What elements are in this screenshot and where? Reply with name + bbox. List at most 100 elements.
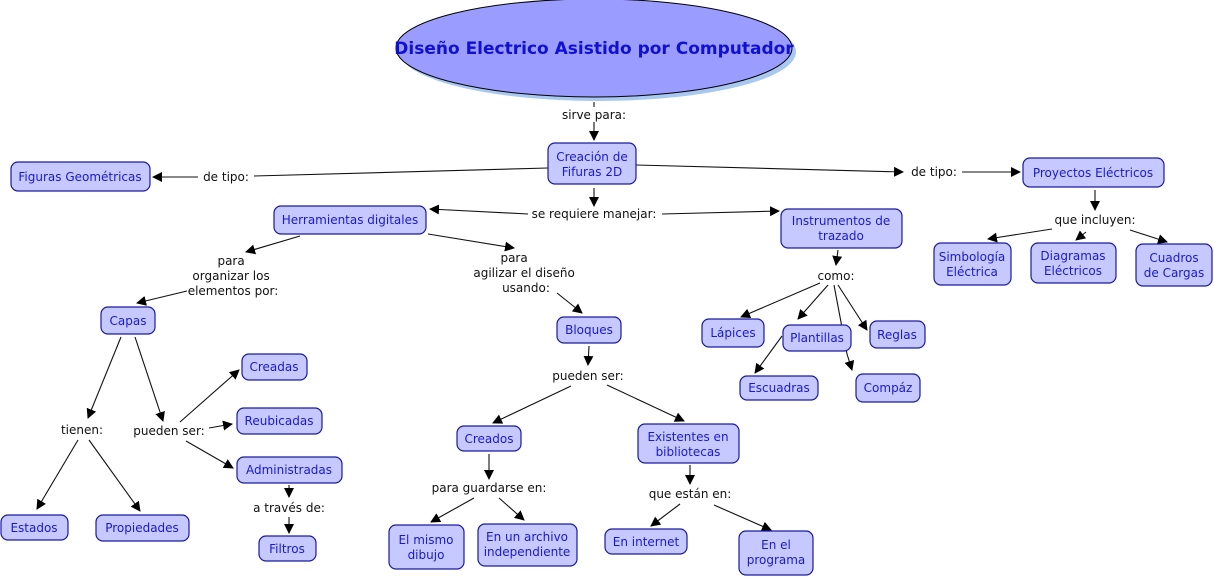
svg-text:Bloques: Bloques: [565, 323, 613, 337]
svg-text:Escuadras: Escuadras: [748, 381, 810, 395]
node-plantillas-box: [782, 324, 852, 352]
link-se-requiere: se requiere manejar:: [532, 207, 657, 221]
edge-tienen-propiedades: [88, 439, 141, 512]
link-pueden-ser-bloques: pueden ser:: [552, 369, 623, 383]
link-para-organizar: para organizar los elementos por:: [188, 254, 279, 298]
node-mismo-dibujo-box: [388, 524, 465, 570]
edge-puedenser-reubicadas: [208, 420, 233, 431]
node-programa-box: [738, 530, 814, 576]
edge-guardarse-archivo: [498, 497, 525, 521]
link-tienen: tienen:: [61, 423, 103, 437]
svg-text:Creados: Creados: [465, 432, 514, 446]
svg-text:Creadas: Creadas: [249, 360, 298, 374]
node-herramientas-box: [273, 205, 427, 235]
node-creados[interactable]: Creados: [456, 425, 522, 452]
edge-serequiere-instrumentos: [661, 206, 780, 217]
node-reubicadas[interactable]: Reubicadas: [236, 407, 323, 435]
link-para-guardarse: para guardarse en:: [432, 481, 547, 495]
root-concept[interactable]: Diseño Electrico Asistido por Computador: [394, 0, 796, 101]
edge-queestan-internet: [650, 503, 681, 527]
link-sirve-para: sirve para:: [562, 108, 626, 122]
node-internet[interactable]: En internet: [604, 528, 688, 555]
node-capas[interactable]: Capas: [100, 306, 156, 335]
svg-text:Administradas: Administradas: [246, 463, 332, 477]
svg-text:Compáz: Compáz: [864, 381, 913, 395]
node-estados[interactable]: Estados: [0, 514, 69, 541]
node-creadas[interactable]: Creadas: [241, 353, 308, 381]
edge-como-reglas: [837, 284, 868, 331]
node-reglas-box: [869, 320, 926, 349]
svg-text:Proyectos Eléctricos: Proyectos Eléctricos: [1033, 166, 1153, 180]
node-bloques-box: [556, 316, 622, 344]
edges: [36, 102, 1168, 534]
node-plantillas[interactable]: Plantillas: [782, 324, 852, 352]
node-proyectos[interactable]: Proyectos Eléctricos: [1022, 157, 1165, 188]
node-administradas-box: [236, 456, 343, 484]
svg-text:En internet: En internet: [613, 535, 680, 549]
node-escuadras[interactable]: Escuadras: [739, 375, 819, 401]
edge-puedenser-creadas: [179, 369, 240, 423]
edge-capas-tienen: [86, 336, 122, 419]
edge-tienen-estados: [36, 439, 79, 510]
edge-creacion-detiporight: [635, 164, 904, 177]
svg-text:Reglas: Reglas: [877, 328, 917, 342]
edge-queincluyen-simbologia: [987, 228, 1053, 243]
root-title: Diseño Electrico Asistido por Computador: [394, 39, 794, 59]
svg-text:Herramientas digitales: Herramientas digitales: [282, 213, 418, 227]
node-filtros[interactable]: Filtros: [258, 535, 317, 562]
node-compaz[interactable]: Compáz: [855, 373, 921, 403]
edge-puedenser-administradas: [185, 440, 234, 469]
edge-plantillas-escuadras: [754, 335, 783, 374]
node-reglas[interactable]: Reglas: [869, 320, 926, 349]
node-proyectos-box: [1022, 157, 1165, 188]
node-creados-box: [456, 425, 522, 452]
svg-text:Propiedades: Propiedades: [105, 521, 179, 535]
link-de-tipo-right: de tipo:: [911, 165, 957, 179]
node-figuras-box: [10, 161, 151, 192]
edge-queincluyen-diagramas: [1075, 230, 1087, 241]
node-simbologia-box: [933, 242, 1012, 286]
edge-creacion-detipoleft: [253, 167, 549, 177]
node-reubicadas-box: [236, 407, 323, 435]
linking-phrases: sirve para: de tipo: de tipo: se requier…: [61, 108, 1136, 515]
edge-puedenser-creados: [492, 385, 572, 424]
edge-paraorg-capas: [136, 290, 188, 306]
edge-herramientas-paraagil: [427, 233, 515, 252]
node-creadas-box: [241, 353, 308, 381]
edge-como-lapices: [740, 282, 821, 319]
node-lapices[interactable]: Lápices: [701, 318, 765, 348]
node-cuadros-box: [1135, 243, 1213, 287]
node-internet-box: [604, 528, 688, 555]
edge-serequiere-herramientas: [429, 204, 529, 215]
node-administradas[interactable]: Administradas: [236, 456, 343, 484]
node-herramientas[interactable]: Herramientas digitales: [273, 205, 427, 235]
node-bloques[interactable]: Bloques: [556, 316, 622, 344]
node-propiedades[interactable]: Propiedades: [95, 514, 190, 542]
svg-text:Capas: Capas: [110, 314, 147, 328]
svg-text:Plantillas: Plantillas: [790, 331, 844, 345]
edge-bloques-puedenser: [583, 345, 594, 366]
edge-paraagil-bloques: [556, 292, 583, 314]
link-pueden-ser-capas: pueden ser:: [133, 424, 204, 438]
edge-guardarse-mismo: [430, 497, 475, 523]
node-figuras[interactable]: Figuras Geométricas: [10, 161, 151, 192]
node-propiedades-box: [95, 514, 190, 542]
link-de-tipo-left: de tipo:: [203, 170, 249, 184]
